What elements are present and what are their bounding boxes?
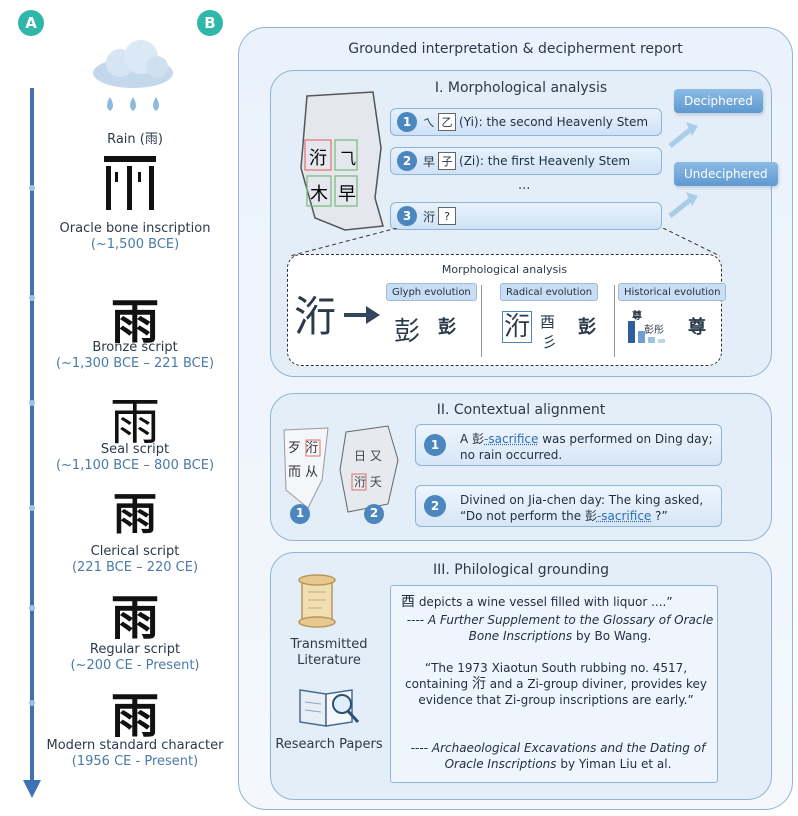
- research-papers-label: Research Papers: [275, 737, 383, 752]
- rubbing-images: 歹 洐 而 从 日 又 洐 夭: [283, 425, 399, 524]
- svg-text:早: 早: [338, 184, 356, 205]
- glyph-evolution-tag: Glyph evolution: [386, 283, 477, 301]
- stage-bronze: Bronze script (~1,300 BCE – 221 BCE): [55, 340, 215, 371]
- quote-1-text: 酉 depicts a wine vessel filled with liqu…: [401, 594, 673, 610]
- context-item-1: 1 A 彭-sacrifice was performed on Ding da…: [415, 424, 722, 466]
- rubbing-2-label: 2: [369, 506, 379, 520]
- svg-text:木: 木: [310, 184, 328, 205]
- detail-arrow: [344, 306, 380, 324]
- philo-title: III. Philological grounding: [433, 562, 609, 578]
- svg-text:日 又: 日 又: [354, 449, 382, 463]
- morph-ellipsis: ...: [518, 178, 531, 193]
- hist-c: 尊: [688, 317, 706, 338]
- section-a-badge: A: [18, 10, 44, 36]
- quote-2-source: ---- Archaeological Excavations and the …: [410, 741, 706, 771]
- morph-detail-box: Morphological analysis 洐 Glyph evolution…: [287, 254, 727, 366]
- stage-modern: Modern standard character (1956 CE - Pre…: [46, 738, 224, 769]
- detail-main-glyph: 洐: [294, 292, 337, 341]
- seal-glyph: 雨: [110, 393, 160, 451]
- radical-a: 酉: [540, 313, 556, 331]
- hist-a: 尊: [632, 311, 642, 322]
- detail-connector: [289, 228, 721, 257]
- historical-evolution-tag: Historical evolution: [618, 283, 727, 301]
- section-b-badge: B: [197, 10, 223, 36]
- context-item-2: 2 Divined on Jia-chen day: The king aske…: [415, 485, 722, 527]
- historical-bar-chart: [628, 321, 665, 343]
- status-arrows: [668, 122, 698, 218]
- detail-title: Morphological analysis: [441, 263, 568, 276]
- svg-text:歹 洐: 歹 洐: [288, 441, 318, 456]
- morph-item-3: 3 洐 ?: [390, 202, 662, 230]
- deciphered-tag: Deciphered: [674, 89, 763, 113]
- regular-glyph: 雨: [110, 590, 159, 646]
- quote-1-source: ---- A Further Supplement to the Glossar…: [406, 613, 714, 643]
- philological-quote-box: 酉 depicts a wine vessel filled with liqu…: [390, 585, 718, 783]
- svg-text:洐: 洐: [309, 148, 327, 169]
- undeciphered-tag: Undeciphered: [674, 162, 778, 186]
- quote-2-text: “The 1973 Xiaotun South rubbing no. 4517…: [405, 661, 707, 707]
- morph-title: I. Morphological analysis: [434, 80, 608, 96]
- bronze-glyph: 雨: [110, 294, 159, 350]
- detail-divider-1: [481, 285, 482, 357]
- radical-c: 彭: [578, 317, 596, 338]
- rain-label: Rain (雨): [107, 132, 163, 147]
- stage-clerical: Clerical script (221 BCE – 220 CE): [71, 544, 199, 575]
- hist-b: 彭彤: [644, 325, 664, 336]
- glyph-evolution-a: 彭: [394, 317, 421, 347]
- radical-evolution-tag: Radical evolution: [500, 283, 599, 301]
- report-title: Grounded interpretation & decipherment r…: [348, 41, 683, 57]
- scroll-icon: [298, 574, 336, 628]
- stage-regular: Regular script (~200 CE - Present): [70, 642, 200, 673]
- morph-item-1: 1 ㄟ 乙 (Yi): the second Heavenly Stem: [390, 108, 662, 136]
- modern-glyph: 雨: [110, 688, 159, 744]
- morph-item-2: 2 早 子 (Zi): the first Heavenly Stem: [390, 147, 662, 175]
- clerical-glyph: 雨: [113, 489, 157, 540]
- detail-divider-2: [614, 285, 615, 357]
- svg-text:洐 夭: 洐 夭: [354, 475, 382, 489]
- context-title: II. Contextual alignment: [436, 402, 606, 418]
- svg-text:而 从: 而 从: [288, 465, 318, 480]
- radical-b: 彡: [542, 333, 558, 351]
- oracle-bone-glyph: [104, 156, 156, 210]
- stage-oracle: Oracle bone inscription (~1,500 BCE): [59, 221, 211, 252]
- svg-text:⺄: ⺄: [340, 149, 356, 168]
- transmitted-literature-label: Transmitted Literature: [290, 637, 368, 668]
- timeline-arrow: [23, 88, 41, 798]
- radical-evolution-glyph: 洐: [502, 311, 533, 343]
- book-magnifier-icon: [299, 689, 360, 727]
- stage-seal: Seal script (~1,100 BCE – 800 BCE): [55, 442, 215, 473]
- rubbing-1-label: 1: [295, 506, 305, 520]
- oracle-bone-fragment: 洐 ⺄ 木 早: [300, 91, 384, 231]
- rain-cloud-icon: [93, 40, 173, 111]
- glyph-evolution-b: 彭: [438, 317, 456, 338]
